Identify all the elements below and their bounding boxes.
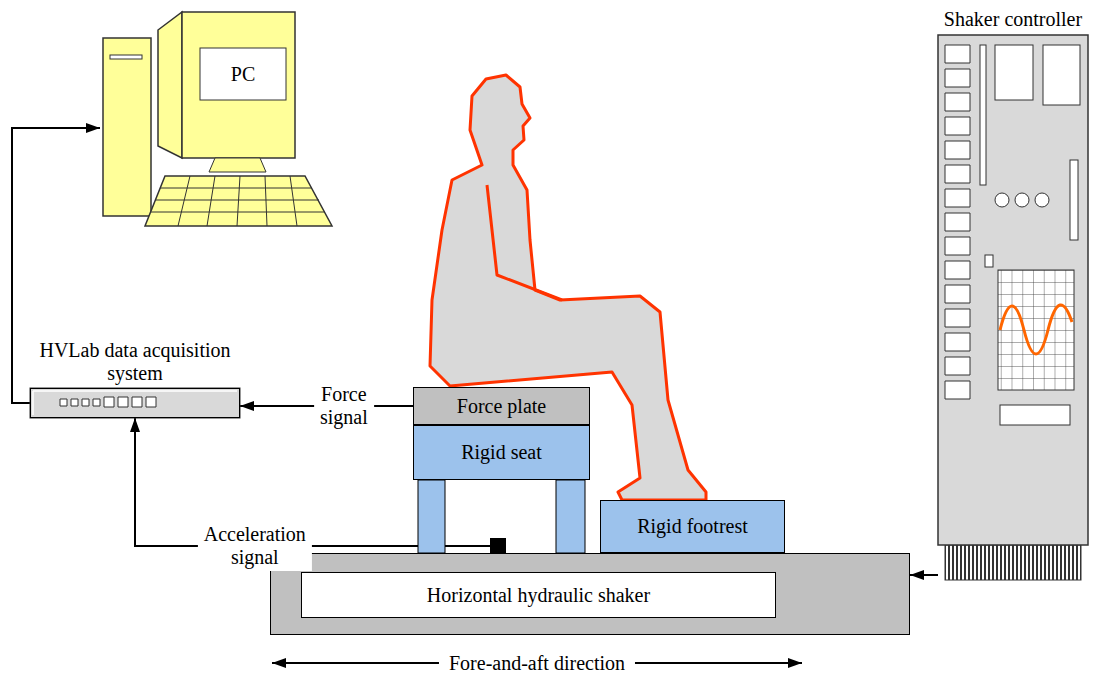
node-label: Rigid seat — [461, 441, 542, 464]
seat-box: Rigid seat — [413, 425, 590, 480]
node-heading: Shaker controller — [944, 8, 1082, 31]
shaker-box: Horizontal hydraulic shaker — [270, 553, 910, 635]
controller-bar — [1070, 160, 1078, 240]
drive-slot — [110, 55, 142, 59]
seat-leg — [418, 480, 445, 553]
shaker-controller: Shaker controller — [938, 35, 1088, 580]
monitor-stand — [209, 158, 266, 172]
data-acquisition-unit: HVLab data acquisition system — [30, 388, 240, 418]
monitor-front — [182, 12, 295, 158]
signal-label: Acceleration signal — [198, 521, 312, 571]
controller-knob — [1035, 193, 1049, 207]
node-label: Force plate — [457, 395, 546, 418]
scope-screen — [998, 270, 1074, 390]
node-label: PC — [200, 48, 286, 100]
controller-panel — [995, 45, 1033, 100]
controller-panel — [1043, 45, 1080, 105]
controller-grill — [945, 545, 1081, 580]
controller-switch — [985, 255, 993, 267]
controller-display — [1000, 405, 1070, 425]
controller-base — [945, 545, 1081, 580]
controller-slots — [945, 45, 970, 399]
monitor-side — [158, 12, 182, 158]
sine-wave — [1000, 305, 1072, 354]
force-plate-box: Force plate — [413, 387, 590, 425]
seat-leg — [556, 480, 585, 553]
daq-unit-body — [30, 388, 240, 418]
signal-arrow — [12, 128, 100, 403]
controller-knob — [995, 193, 1009, 207]
person-arm — [487, 185, 562, 300]
footrest-box: Rigid footrest — [600, 500, 785, 553]
controller-bar — [980, 45, 986, 185]
node-label: Rigid footrest — [637, 515, 748, 538]
node-heading: HVLab data acquisition system — [15, 339, 255, 385]
controller-knob — [1015, 193, 1029, 207]
pc-tower — [103, 38, 151, 216]
shaker-inner-panel: Horizontal hydraulic shaker — [301, 572, 776, 618]
node-label: Horizontal hydraulic shaker — [427, 584, 650, 607]
scope-grid — [998, 270, 1074, 390]
daq-unit-buttons — [60, 397, 156, 407]
keyboard-keys — [150, 176, 325, 226]
daq-unit-bevel — [33, 391, 237, 415]
signal-label: Force signal — [314, 381, 374, 431]
monitor-screen — [200, 48, 286, 100]
controller-cabinet — [938, 35, 1088, 545]
keyboard — [145, 176, 332, 226]
accelerometer — [490, 538, 506, 553]
computer: PC — [100, 8, 335, 232]
signal-arrow — [910, 574, 938, 576]
direction-label: Fore-and-aft direction — [439, 652, 635, 675]
